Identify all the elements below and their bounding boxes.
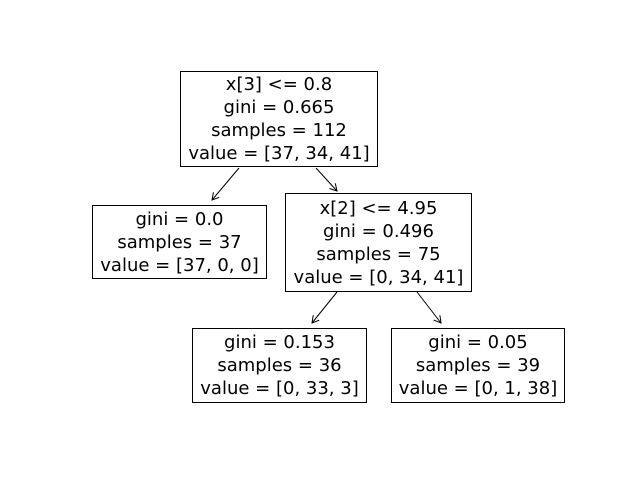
node-samples: samples = 112 [211, 120, 347, 141]
edge-root-to-right-internal [315, 167, 337, 191]
node-value: value = [37, 0, 0] [100, 254, 259, 276]
node-gini: gini = 0.05 [428, 332, 528, 353]
node-split-rule: x[3] <= 0.8 [225, 74, 333, 95]
node-value: value = [0, 1, 38] [398, 378, 558, 399]
edge-right-internal-to-right-left-leaf [312, 291, 338, 323]
node-value: value = [0, 33, 3] [200, 378, 359, 399]
node-samples: samples = 39 [415, 355, 541, 376]
tree-node-right-left-leaf: gini = 0.153 samples = 36 value = [0, 33… [192, 328, 367, 403]
node-gini: gini = 0.665 [223, 97, 335, 118]
node-samples: samples = 75 [316, 243, 441, 265]
tree-node-root: x[3] <= 0.8 gini = 0.665 samples = 112 v… [180, 71, 378, 167]
tree-node-left-leaf: gini = 0.0 samples = 37 value = [37, 0, … [92, 205, 267, 279]
node-gini: gini = 0.0 [135, 208, 224, 230]
node-value: value = [37, 34, 41] [188, 143, 370, 164]
node-value: value = [0, 34, 41] [293, 266, 464, 288]
node-samples: samples = 36 [217, 355, 342, 376]
node-gini: gini = 0.496 [323, 220, 434, 242]
node-samples: samples = 37 [117, 231, 242, 253]
tree-node-right-internal: x[2] <= 4.95 gini = 0.496 samples = 75 v… [285, 193, 472, 292]
node-gini: gini = 0.153 [224, 332, 335, 353]
edge-right-internal-to-right-right-leaf [416, 291, 441, 323]
edge-root-to-left-leaf [212, 167, 240, 200]
node-split-rule: x[2] <= 4.95 [319, 197, 438, 219]
tree-node-right-right-leaf: gini = 0.05 samples = 39 value = [0, 1, … [391, 328, 565, 403]
